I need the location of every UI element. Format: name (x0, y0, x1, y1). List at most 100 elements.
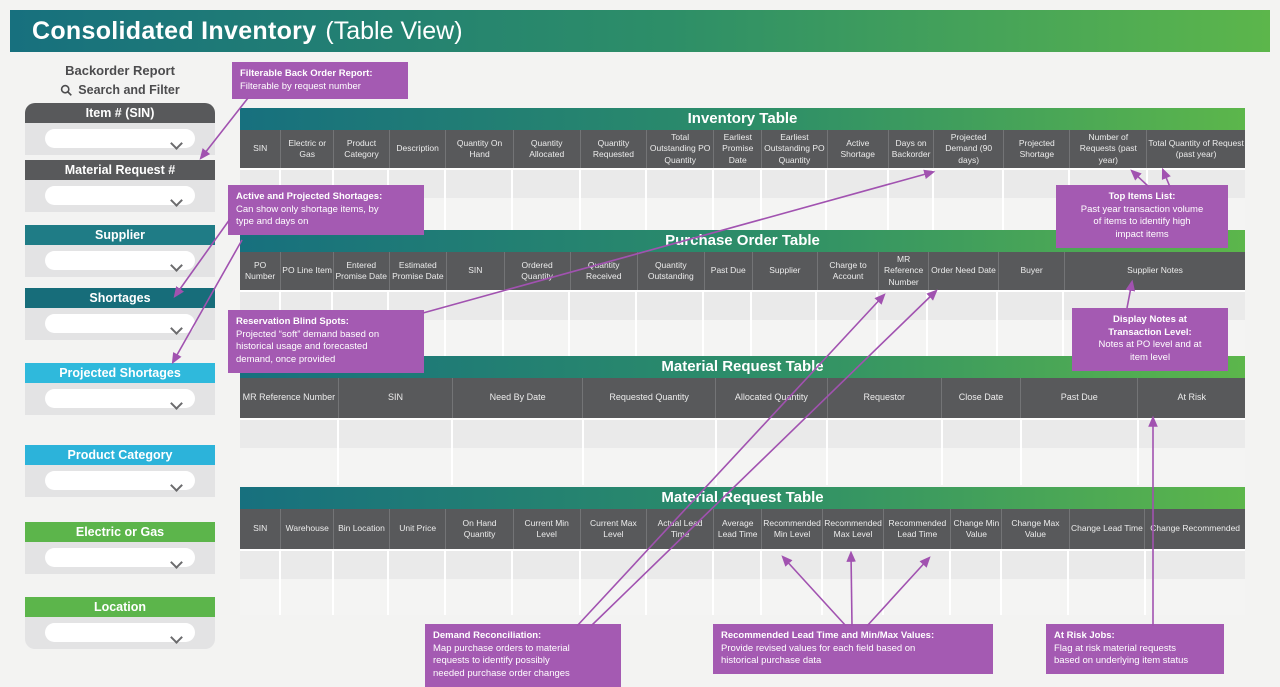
callout-title: Reservation Blind Spots: (236, 316, 349, 327)
chevron-down-icon (170, 397, 183, 410)
column-header-mr-reference-number: MR Reference Number (240, 378, 339, 418)
table-cell (581, 170, 647, 231)
table-cell (1069, 551, 1146, 615)
column-header-quantity-on-hand: Quantity On Hand (446, 130, 514, 168)
column-header-quantity-requested: Quantity Requested (580, 130, 648, 168)
table-cell (637, 292, 705, 356)
column-header-past-due: Past Due (1021, 378, 1139, 418)
column-header-projected-demand-90-days: Projected Demand (90 days) (934, 130, 1005, 168)
column-header-days-on-backorder: Days on Backorder (888, 130, 935, 168)
filter-dropdown-product-category[interactable] (45, 471, 195, 492)
table-cell (884, 551, 952, 615)
filter-body-item-sin (25, 123, 215, 155)
page-title-suffix: (Table View) (325, 16, 463, 45)
column-header-buyer: Buyer (999, 252, 1066, 290)
column-header-estimated-promise-date: Estimated Promise Date (389, 252, 448, 290)
chevron-down-icon (170, 322, 183, 335)
column-header-current-min-level: Current Min Level (513, 509, 581, 549)
search-and-filter-label: Search and Filter (78, 83, 180, 97)
column-header-charge-to-account: Charge to Account (817, 252, 880, 290)
table-body (240, 418, 1245, 485)
table-cell (823, 551, 885, 615)
column-header-recommended-min-level: Recommended Min Level (762, 509, 823, 549)
table-cell (943, 420, 1022, 485)
magnifier-icon (61, 84, 73, 96)
callout-topitems: Top Items List:Past year transaction vol… (1056, 185, 1228, 248)
filter-card-material-request: Material Request # (25, 160, 215, 212)
filter-dropdown-projected-shortages[interactable] (45, 389, 195, 410)
table-title-material-request-2: Material Request Table (240, 487, 1245, 509)
filter-dropdown-supplier[interactable] (45, 251, 195, 272)
column-header-on-hand-quantity: On Hand Quantity (446, 509, 514, 549)
callout-body: Notes at PO level and at item level (1098, 339, 1202, 364)
callout-body: Filterable by request number (240, 80, 361, 92)
column-header-projected-shortage: Projected Shortage (1004, 130, 1071, 168)
column-header-allocated-quantity: Allocated Quantity (716, 378, 828, 418)
column-header-total-quantity-of-request-past-year: Total Quantity of Request (past year) (1147, 130, 1245, 168)
chevron-down-icon (170, 259, 183, 272)
column-header-actual-lead-time: Actual Lead Time (647, 509, 715, 549)
column-header-recommended-lead-time: Recommended Lead Time (884, 509, 952, 549)
filter-dropdown-item-sin[interactable] (45, 129, 195, 150)
filter-body-material-request (25, 180, 215, 212)
table-cell (581, 551, 647, 615)
filter-dropdown-electric-or-gas[interactable] (45, 548, 195, 569)
table-cell (334, 551, 390, 615)
column-header-po-number: PO Number (240, 252, 282, 290)
backorder-report-title: Backorder Report (65, 63, 175, 78)
callout-atrisk: At Risk Jobs:Flag at risk material reque… (1046, 624, 1224, 675)
table-cell (752, 292, 818, 356)
column-header-change-max-value: Change Max Value (1002, 509, 1070, 549)
column-header-recommended-max-level: Recommended Max Level (822, 509, 885, 549)
table-cell (513, 551, 581, 615)
column-header-at-risk: At Risk (1138, 378, 1246, 418)
column-header-close-date: Close Date (941, 378, 1022, 418)
table-cell (281, 551, 334, 615)
table-cell (928, 292, 999, 356)
column-header-product-category: Product Category (334, 130, 390, 168)
table-cell (827, 170, 889, 231)
callout-title: Demand Reconciliation: (433, 630, 542, 641)
callout-body: Past year transaction volume of items to… (1080, 203, 1204, 241)
callout-recommended: Recommended Lead Time and Min/Max Values… (713, 624, 993, 675)
table-cell (570, 292, 638, 356)
column-header-earliest-promise-date: Earliest Promise Date (714, 130, 763, 168)
filter-header-location: Location (25, 597, 215, 617)
table-cell (389, 551, 446, 615)
table-cell (1146, 551, 1245, 615)
column-header-number-of-requests-past-year: Number of Requests (past year) (1070, 130, 1148, 168)
filter-dropdown-material-request[interactable] (45, 186, 195, 207)
filter-body-shortages (25, 308, 215, 340)
table-cell (998, 292, 1065, 356)
column-header-requestor: Requestor (827, 378, 942, 418)
filter-body-product-category (25, 465, 215, 497)
table-cell (446, 170, 514, 231)
table-cell (1002, 551, 1070, 615)
filter-header-supplier: Supplier (25, 225, 215, 245)
callout-filterable: Filterable Back Order Report:Filterable … (232, 62, 408, 100)
table-cell (1022, 420, 1140, 485)
column-header-need-by-date: Need By Date (453, 378, 584, 418)
chevron-down-icon (170, 631, 183, 644)
column-header-unit-price: Unit Price (389, 509, 447, 549)
table-cell (446, 292, 504, 356)
column-header-ordered-quantity: Ordered Quantity (504, 252, 571, 290)
filter-card-supplier: Supplier (25, 225, 215, 277)
table-cell (504, 292, 570, 356)
filter-card-item-sin: Item # (SIN) (25, 103, 215, 155)
filter-header-product-category: Product Category (25, 445, 215, 465)
column-header-po-line-item: PO Line Item (281, 252, 334, 290)
column-header-supplier-notes: Supplier Notes (1065, 252, 1245, 290)
column-header-sin: SIN (240, 509, 282, 549)
page-title: Consolidated Inventory (32, 16, 317, 45)
column-header-average-lead-time: Average Lead Time (714, 509, 763, 549)
filter-card-projected-shortages: Projected Shortages (25, 363, 215, 415)
table-cell (513, 170, 581, 231)
callout-title: Active and Projected Shortages: (236, 191, 383, 202)
filter-dropdown-shortages[interactable] (45, 314, 195, 335)
column-header-quantity-received: Quantity Received (570, 252, 638, 290)
callout-demand: Demand Reconciliation:Map purchase order… (425, 624, 621, 687)
column-header-total-outstanding-po-quantity: Total Outstanding PO Quantity (647, 130, 715, 168)
filter-dropdown-location[interactable] (45, 623, 195, 644)
